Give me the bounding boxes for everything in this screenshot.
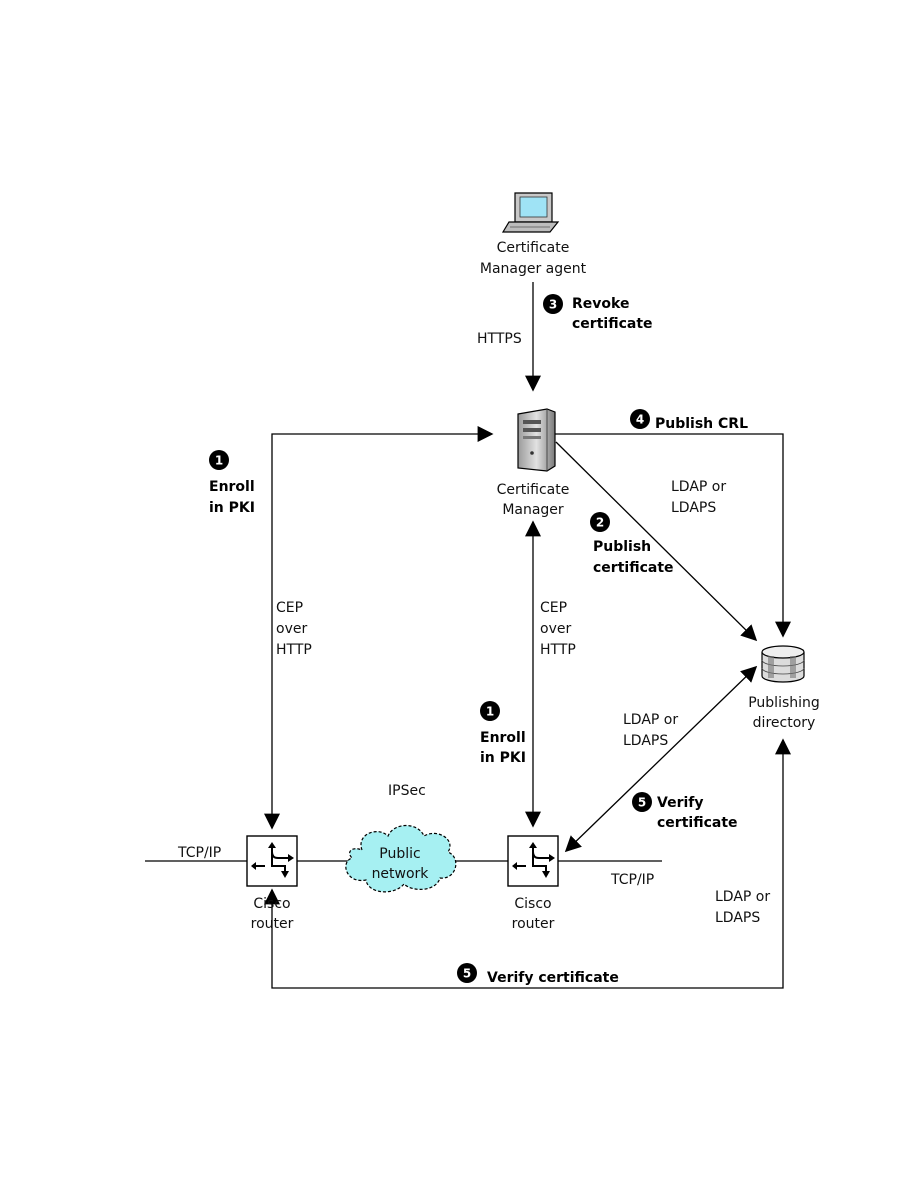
verify-right-label-line1: Verify bbox=[657, 795, 703, 811]
router-left-icon bbox=[246, 835, 298, 887]
svg-text:4: 4 bbox=[636, 413, 644, 427]
cep-right-line1: CEP bbox=[540, 600, 567, 616]
verify-bottom-label: Verify certificate bbox=[487, 970, 619, 986]
cloud-label-line1: Public bbox=[379, 846, 420, 862]
publish-crl-connection bbox=[555, 433, 791, 638]
https-label: HTTPS bbox=[477, 331, 522, 347]
publish-cert-connection bbox=[555, 441, 758, 642]
manager-label-line1: Certificate bbox=[497, 482, 570, 498]
revoke-label-line1: Revoke bbox=[572, 296, 629, 312]
step-publish-crl: 4 bbox=[630, 409, 650, 429]
step-verify-right: 5 bbox=[632, 792, 652, 812]
step-enroll-left: 1 bbox=[209, 450, 229, 470]
ldap-router-line2: LDAPS bbox=[623, 733, 668, 749]
svg-text:3: 3 bbox=[549, 298, 557, 312]
cep-left-connection bbox=[264, 426, 494, 830]
verify-right-label-line2: certificate bbox=[657, 815, 738, 831]
svg-text:2: 2 bbox=[596, 516, 604, 530]
verify-bottom-connection bbox=[264, 738, 791, 989]
svg-text:5: 5 bbox=[638, 796, 646, 810]
ipsec-label: IPSec bbox=[388, 783, 426, 799]
cep-left-line3: HTTP bbox=[276, 642, 312, 658]
step-enroll-right: 1 bbox=[480, 701, 500, 721]
agent-label-line2: Manager agent bbox=[480, 261, 587, 277]
cep-left-line2: over bbox=[276, 621, 307, 637]
enroll-left-label-line1: Enroll bbox=[209, 479, 255, 495]
cep-left-line1: CEP bbox=[276, 600, 303, 616]
step-revoke: 3 bbox=[543, 294, 563, 314]
ldap-manager-line2: LDAPS bbox=[671, 500, 716, 516]
ldap-bottom-line2: LDAPS bbox=[715, 910, 760, 926]
enroll-right-label-line1: Enroll bbox=[480, 730, 526, 746]
router-left-label-line2: router bbox=[251, 916, 294, 932]
svg-text:1: 1 bbox=[486, 705, 494, 719]
ldap-manager-line1: LDAP or bbox=[671, 479, 726, 495]
cloud-label-line2: network bbox=[372, 866, 430, 882]
router-right-icon bbox=[507, 835, 559, 887]
cloud-icon bbox=[345, 824, 457, 893]
publish-crl-label: Publish CRL bbox=[655, 416, 748, 432]
publish-cert-label-line1: Publish bbox=[593, 539, 651, 555]
tcpip-left-label: TCP/IP bbox=[177, 845, 221, 861]
ldap-router-line1: LDAP or bbox=[623, 712, 678, 728]
cep-right-line2: over bbox=[540, 621, 571, 637]
enroll-left-label-line2: in PKI bbox=[209, 500, 255, 516]
svg-text:5: 5 bbox=[463, 967, 471, 981]
router-right-label-line1: Cisco bbox=[514, 896, 551, 912]
ldap-bottom-line1: LDAP or bbox=[715, 889, 770, 905]
directory-label-line1: Publishing bbox=[748, 695, 820, 711]
tcpip-right-label: TCP/IP bbox=[610, 872, 654, 888]
computer-icon bbox=[501, 192, 560, 233]
manager-label-line2: Manager bbox=[502, 502, 564, 518]
server-icon bbox=[517, 408, 556, 472]
step-publish-cert: 2 bbox=[590, 512, 610, 532]
agent-label-line1: Certificate bbox=[497, 240, 570, 256]
directory-label-line2: directory bbox=[753, 715, 816, 731]
router-left-label-line1: Cisco bbox=[253, 896, 290, 912]
publish-cert-label-line2: certificate bbox=[593, 560, 674, 576]
cep-right-line3: HTTP bbox=[540, 642, 576, 658]
svg-text:1: 1 bbox=[215, 454, 223, 468]
database-icon bbox=[761, 645, 805, 683]
router-right-label-line2: router bbox=[512, 916, 555, 932]
enroll-right-label-line2: in PKI bbox=[480, 750, 526, 766]
revoke-label-line2: certificate bbox=[572, 316, 653, 332]
step-verify-bottom: 5 bbox=[457, 963, 477, 983]
